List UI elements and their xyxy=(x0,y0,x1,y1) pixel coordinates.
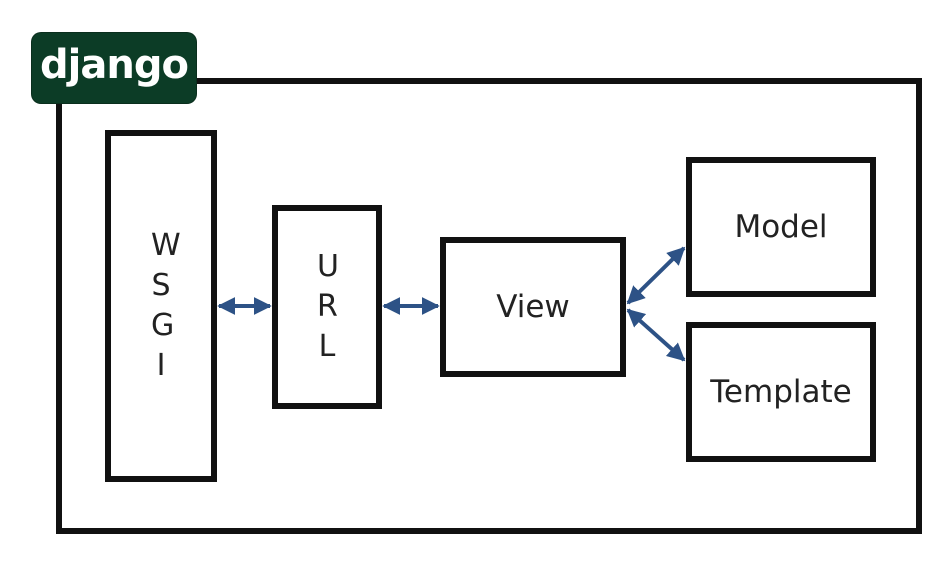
template-box: Template xyxy=(686,322,876,462)
django-logo: django xyxy=(32,33,196,103)
model-label: Model xyxy=(734,209,828,245)
url-box: URL xyxy=(272,205,382,409)
django-logo-text: django xyxy=(40,42,189,88)
view-label: View xyxy=(496,289,570,325)
url-label: URL xyxy=(317,249,339,364)
wsgi-label: WSGI xyxy=(151,228,181,383)
view-box: View xyxy=(440,237,626,377)
model-box: Model xyxy=(686,157,876,297)
template-label: Template xyxy=(710,374,852,410)
wsgi-box: WSGI xyxy=(105,130,217,482)
